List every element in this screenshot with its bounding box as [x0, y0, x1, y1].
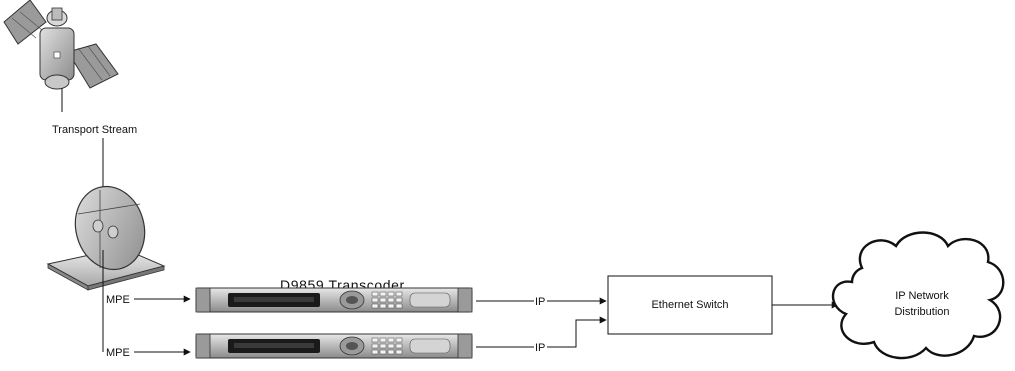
mpe-label-1: MPE — [106, 294, 130, 306]
ethernet-switch-label: Ethernet Switch — [651, 299, 728, 311]
ip-label-1: IP — [535, 296, 545, 308]
ip-label-2: IP — [535, 342, 545, 354]
cloud-label-line2: Distribution — [894, 306, 949, 318]
satellite-dish-icon — [46, 185, 166, 291]
transcoder-unit-1 — [195, 287, 473, 313]
transport-stream-label: Transport Stream — [52, 124, 137, 136]
transcoder-unit-2 — [195, 333, 473, 359]
ip-line-2-right — [547, 316, 607, 348]
satellite-icon — [3, 0, 119, 90]
cloud-icon — [831, 231, 1005, 360]
mpe-label-2: MPE — [106, 347, 130, 359]
ethernet-switch-box — [607, 275, 773, 335]
cloud-label-line1: IP Network — [895, 290, 949, 302]
